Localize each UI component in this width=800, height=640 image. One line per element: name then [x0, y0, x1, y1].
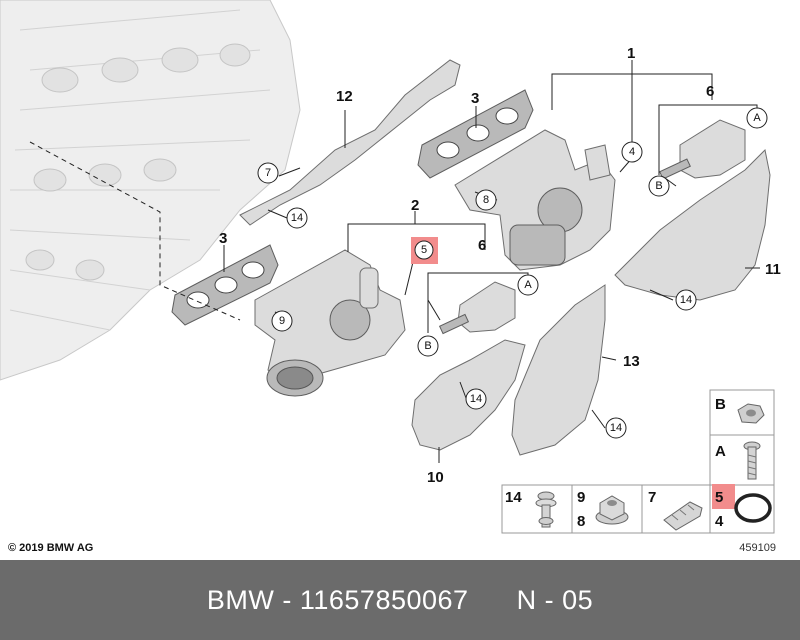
bolt-icon [743, 441, 761, 480]
part-number: 11657850067 [299, 584, 469, 615]
separator: - [274, 584, 300, 615]
hex-nut-icon [737, 403, 765, 424]
legend-label-5-highlighted: 5 [715, 489, 723, 506]
flange-bolt-icon [535, 491, 557, 528]
heat-shield-11 [614, 148, 771, 301]
callout-14-b: 14 [680, 294, 692, 306]
heat-shield-12 [239, 59, 461, 226]
legend-label-B: B [715, 396, 726, 413]
legend-label-14: 14 [505, 489, 522, 506]
engine-block [0, 0, 301, 381]
brand-name: BMW [206, 584, 275, 615]
callout-10: 10 [427, 469, 444, 486]
callout-5-highlighted: 5 [421, 244, 427, 256]
callout-6-top: 6 [706, 83, 714, 100]
callout-A-top: A [753, 112, 761, 124]
collar-nut-icon [595, 495, 629, 525]
callout-9: 9 [279, 315, 285, 327]
callout-B-top: B [655, 180, 662, 192]
callout-circles [257, 107, 768, 439]
diagram-position: N - 05 [516, 584, 594, 615]
callout-1: 1 [627, 45, 635, 62]
exploded-view: 1 2 3 3 6 6 12 11 13 10 4 A B 7 14 8 9 A… [0, 0, 781, 534]
callout-14-c: 14 [470, 393, 482, 405]
part-info-bar: BMW - 11657850067 N - 05 [0, 560, 800, 640]
drawing-number: 459109 [739, 542, 776, 554]
legend-label-4: 4 [715, 513, 724, 530]
callout-3-top: 3 [471, 90, 479, 107]
callout-12: 12 [336, 88, 353, 105]
callout-11: 11 [765, 261, 781, 278]
o-ring-icon [712, 484, 772, 523]
callout-6-bottom: 6 [478, 237, 486, 254]
actuator-6-bottom [438, 281, 516, 335]
callout-B-bottom: B [424, 340, 431, 352]
callout-2: 2 [411, 197, 419, 214]
callout-13: 13 [623, 353, 640, 370]
legend-label-8: 8 [577, 513, 585, 530]
copyright-notice: © 2019 BMW AG [8, 542, 94, 554]
parts-diagram: 1 2 3 3 6 6 12 11 13 10 4 A B 7 14 8 9 A… [0, 0, 781, 534]
gasket-3-top [417, 89, 534, 179]
callout-14-d: 14 [610, 422, 622, 434]
legend-label-9: 9 [577, 489, 585, 506]
spacer [469, 585, 517, 616]
legend-label-A: A [715, 443, 726, 460]
heat-shield-13 [511, 284, 606, 456]
hardware-legend [501, 389, 775, 534]
gasket-3-bottom [171, 244, 279, 326]
actuator-6-top [659, 119, 746, 180]
legend-label-7: 7 [648, 489, 656, 506]
leader-lines [29, 60, 760, 463]
callout-A-bottom: A [524, 279, 532, 291]
turbocharger-2 [254, 249, 406, 397]
callout-4-top: 4 [629, 146, 635, 158]
clip-icon [663, 501, 703, 531]
callout-14-a: 14 [291, 212, 303, 224]
callout-3-bottom: 3 [219, 230, 227, 247]
callout-7: 7 [265, 167, 271, 179]
callout-8: 8 [483, 194, 489, 206]
turbocharger-1 [454, 129, 616, 271]
